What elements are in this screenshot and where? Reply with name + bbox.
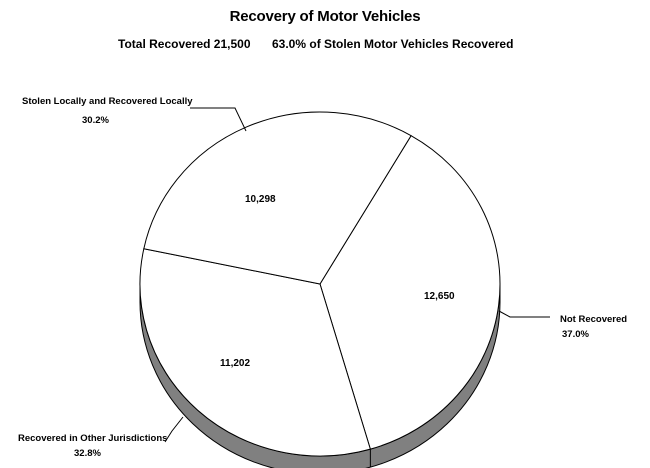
slice-label-not-recovered: Not Recovered	[560, 314, 627, 325]
slice-value-not-recovered: 12,650	[424, 291, 455, 302]
slice-other-jurisdictions	[139, 248, 371, 457]
slice-percent-stolen-locally: 30.2%	[82, 115, 109, 126]
chart-subtitle-total: Total Recovered 21,500	[118, 37, 251, 51]
chart-title: Recovery of Motor Vehicles	[229, 8, 421, 25]
chart-subtitle-percent: 63.0% of Stolen Motor Vehicles Recovered	[272, 37, 514, 51]
slice-label-stolen-locally: Stolen Locally and Recovered Locally	[22, 96, 193, 107]
leader-line-stolen-locally	[190, 107, 247, 132]
leader-line-other-jurisdictions	[164, 416, 184, 443]
leader-line-not-recovered	[498, 310, 550, 318]
slice-not-recovered	[319, 134, 501, 450]
slice-value-other-jurisdictions: 11,202	[220, 358, 250, 369]
slice-value-stolen-locally: 10,298	[245, 194, 276, 205]
slice-percent-other-jurisdictions: 32.8%	[74, 448, 101, 459]
pie-layer	[139, 111, 501, 468]
slice-label-other-jurisdictions: Recovered in Other Jurisdictions	[18, 433, 167, 444]
slice-percent-not-recovered: 37.0%	[562, 329, 589, 340]
slice-stolen-locally	[143, 111, 412, 285]
